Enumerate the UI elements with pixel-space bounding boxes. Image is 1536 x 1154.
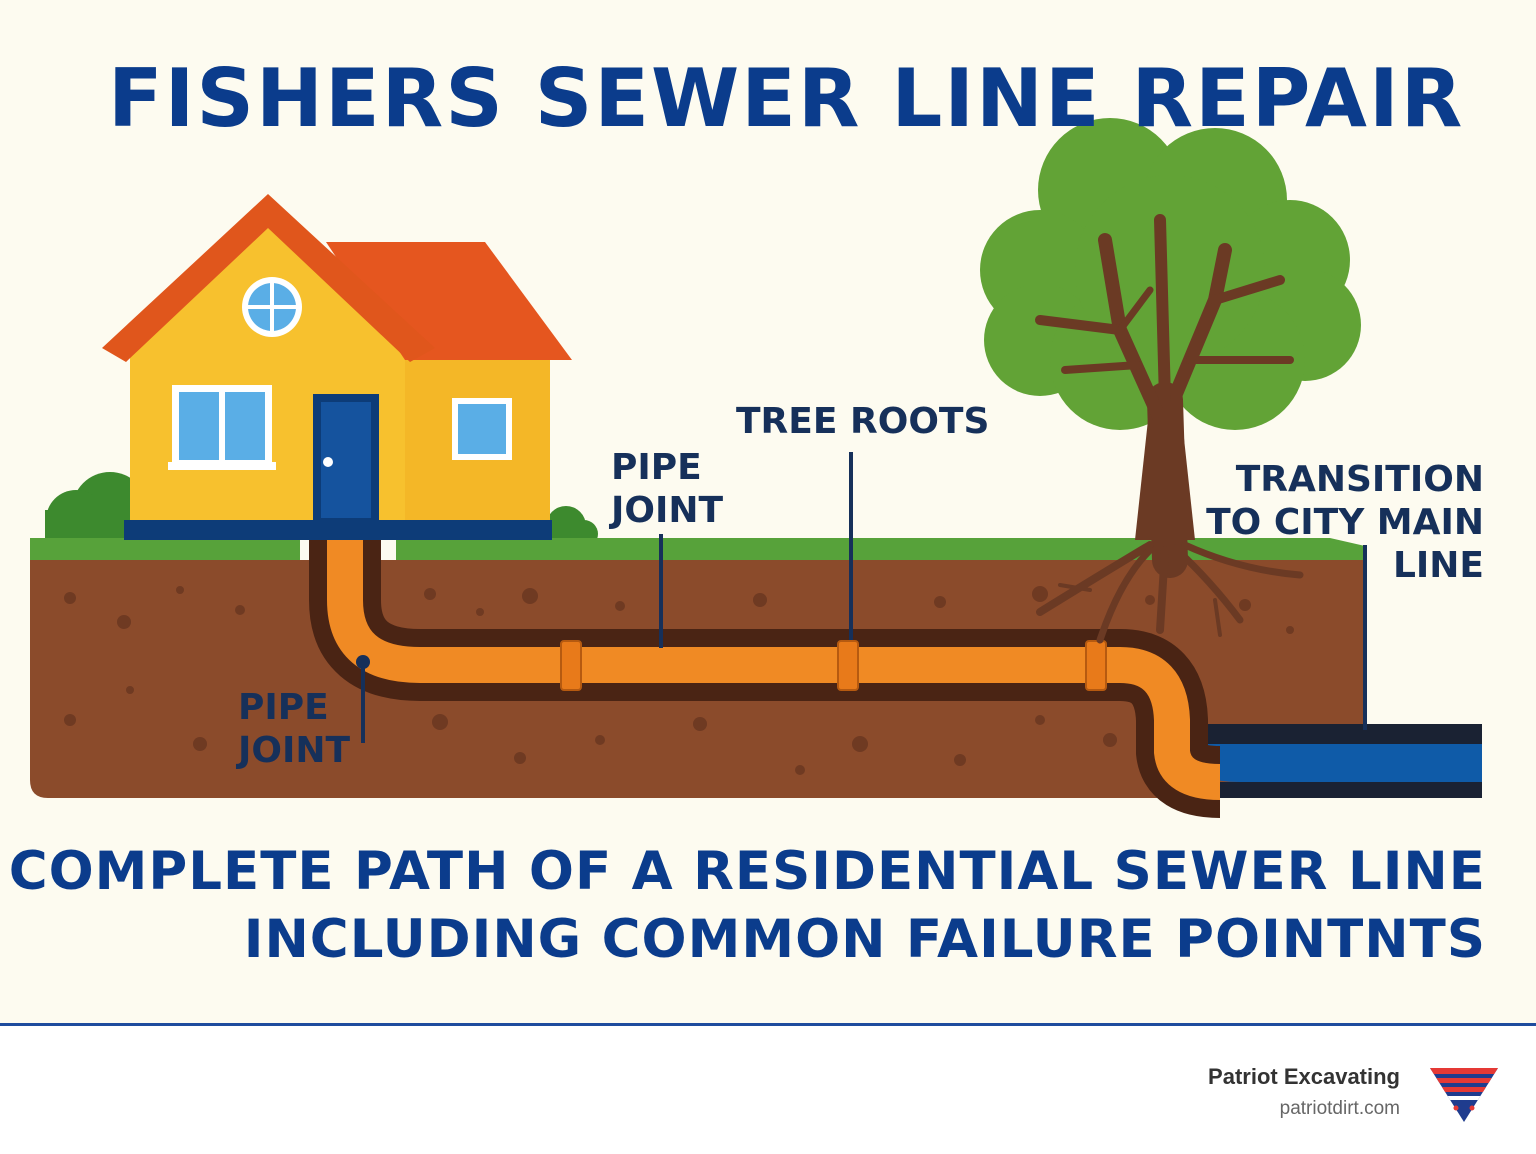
label-line: TRANSITION: [1235, 459, 1484, 500]
tree-roots: [1036, 541, 1304, 644]
brand-name: Patriot Excavating: [1208, 1064, 1400, 1089]
label-pipe-joint-upper: PIPE JOINT: [611, 446, 723, 532]
footer-divider: [0, 1023, 1536, 1026]
label-tree-roots: TREE ROOTS: [736, 400, 989, 443]
tree-trunk: [1135, 420, 1195, 540]
pipe-coupling: [837, 640, 859, 691]
city-main-line: [1190, 744, 1482, 782]
label-pipe-joint-lower: PIPE JOINT: [238, 686, 350, 772]
caption: COMPLETE PATH OF A RESIDENTIAL SEWER LIN…: [9, 838, 1486, 974]
sewer-pipe: [327, 540, 1221, 800]
label-city-main: TRANSITION TO CITY MAIN LINE: [1206, 458, 1484, 587]
footer: [0, 1026, 1536, 1154]
label-line: JOINT: [238, 730, 351, 771]
patriot-logo-icon: [1430, 1068, 1498, 1122]
roof-left: [102, 194, 435, 362]
city-main-line-top: [1200, 724, 1482, 744]
label-line: JOINT: [611, 490, 724, 531]
caption-line: COMPLETE PATH OF A RESIDENTIAL SEWER LIN…: [8, 841, 1486, 902]
pipe-coupling: [1085, 640, 1107, 691]
brand-url-link[interactable]: patriotdirt.com: [1279, 1098, 1400, 1119]
page-title: FISHERS SEWER LINE REPAIR: [108, 52, 1465, 145]
label-line: TO CITY MAIN: [1206, 502, 1484, 543]
label-line: PIPE: [238, 687, 329, 728]
grass-right: [396, 538, 1365, 560]
house-foundation: [124, 520, 552, 540]
tree: [980, 118, 1361, 644]
house: [102, 194, 572, 540]
soil-specks: [64, 586, 1294, 775]
label-line: LINE: [1392, 545, 1484, 586]
city-main-line-bottom: [1200, 782, 1482, 798]
label-text: TREE ROOTS: [736, 401, 990, 442]
joint-marker: [356, 655, 370, 669]
pipe-coupling: [560, 640, 582, 691]
label-line: PIPE: [611, 447, 702, 488]
caption-line: INCLUDING COMMON FAILURE POINTNTS: [243, 909, 1486, 970]
grass-left: [30, 538, 300, 560]
